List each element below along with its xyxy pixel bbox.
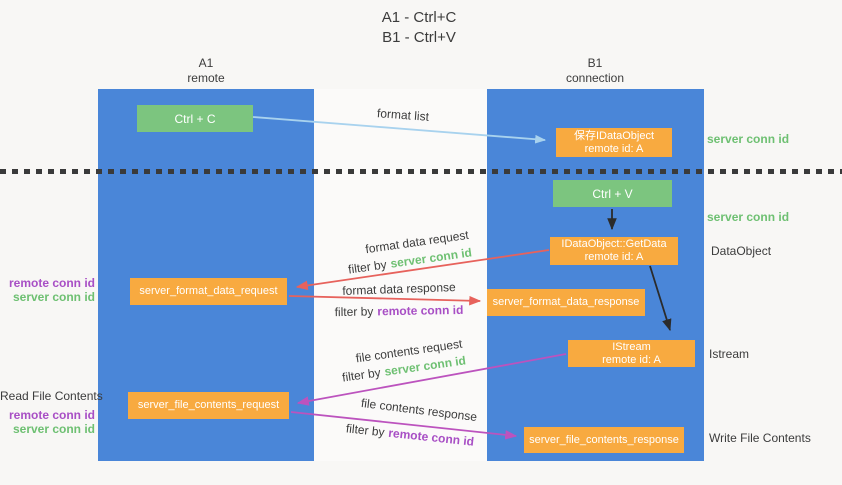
label-server-conn-id-left-1: server conn id bbox=[12, 290, 95, 304]
label-write-file-contents: Write File Contents bbox=[709, 431, 811, 445]
node-idataobject-getdata-line1: IDataObject::GetData bbox=[561, 238, 667, 250]
node-ctrl-v-label: Ctrl + V bbox=[592, 186, 633, 201]
label-dataobject: DataObject bbox=[711, 244, 772, 258]
node-save-idataobject: 保存IDataObject remote id: A bbox=[556, 128, 672, 157]
node-ctrl-v: Ctrl + V bbox=[553, 180, 672, 207]
node-save-idataobject-line1: 保存IDataObject bbox=[573, 129, 655, 142]
node-server-file-contents-response: server_file_contents_response bbox=[524, 427, 684, 453]
node-save-idataobject-line2: remote id: A bbox=[584, 142, 644, 155]
diagram-title: A1 - Ctrl+C B1 - Ctrl+V bbox=[299, 8, 539, 48]
node-server-format-data-request: server_format_data_request bbox=[130, 278, 287, 305]
label-remote-conn-id-left-2: remote conn id bbox=[8, 408, 95, 422]
node-server-file-contents-request: server_file_contents_request bbox=[128, 392, 289, 419]
node-ctrl-c-label: Ctrl + C bbox=[174, 111, 216, 126]
lifeline-header-a1: A1 remote bbox=[146, 56, 266, 86]
lifeline-b1-name: B1 bbox=[587, 56, 603, 70]
label-remote-conn-id-left-1: remote conn id bbox=[8, 276, 95, 290]
node-istream-line2: remote id: A bbox=[602, 353, 661, 366]
title-line-a1: A1 - Ctrl+C bbox=[381, 9, 457, 26]
lifeline-a1-name: A1 bbox=[198, 56, 214, 70]
label-server-conn-id-right-top: server conn id bbox=[707, 132, 790, 146]
title-line-b1: B1 - Ctrl+V bbox=[382, 29, 456, 46]
node-server-format-data-response-label: server_format_data_response bbox=[492, 296, 640, 308]
lifeline-a1-role: remote bbox=[187, 71, 225, 85]
node-server-file-contents-response-label: server_file_contents_response bbox=[529, 433, 679, 446]
node-server-format-data-request-label: server_format_data_request bbox=[139, 285, 278, 297]
node-idataobject-getdata: IDataObject::GetData remote id: A bbox=[550, 237, 678, 265]
node-server-file-contents-request-label: server_file_contents_request bbox=[137, 399, 280, 411]
node-idataobject-getdata-line2: remote id: A bbox=[584, 251, 644, 263]
label-read-file-contents: Read File Contents bbox=[0, 389, 103, 403]
lifeline-b1-role: connection bbox=[565, 71, 625, 85]
node-ctrl-c: Ctrl + C bbox=[137, 105, 253, 132]
machine-boundary-dotted-line bbox=[0, 169, 842, 174]
node-server-format-data-response: server_format_data_response bbox=[487, 289, 645, 316]
label-istream: Istream bbox=[709, 347, 750, 361]
lifeline-header-b1: B1 connection bbox=[535, 56, 655, 86]
node-istream-line1: IStream bbox=[612, 340, 651, 353]
label-server-conn-id-right-mid: server conn id bbox=[707, 210, 790, 224]
node-istream: IStream remote id: A bbox=[568, 340, 695, 367]
label-server-conn-id-left-2: server conn id bbox=[12, 422, 95, 436]
